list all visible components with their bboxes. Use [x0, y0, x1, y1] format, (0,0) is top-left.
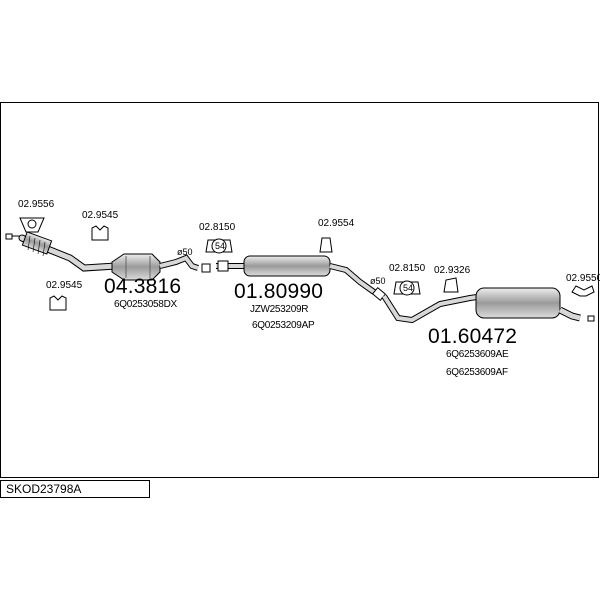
- middle-assembly-number: 01.80990: [234, 280, 324, 303]
- edge-connector-icon: [5, 233, 13, 240]
- gasket-mark-a: 54: [215, 241, 226, 251]
- part-label-clamp-b: 02.9550: [566, 273, 600, 284]
- gasket-mark-b: 54: [403, 283, 414, 293]
- rear-pipe-icon[interactable]: [381, 293, 485, 324]
- rear-assembly-number: 01.60472: [428, 325, 518, 348]
- tail-connector-icon: [587, 315, 595, 322]
- part-label-hanger-a: 02.9554: [318, 218, 355, 229]
- part-label-rubber-a: 02.9545: [82, 210, 119, 221]
- clamp-b-icon[interactable]: [571, 285, 595, 297]
- hanger-b-icon[interactable]: [443, 277, 459, 293]
- gasket-b-icon[interactable]: [393, 280, 421, 296]
- rear-oem-1: 6Q6253609AE: [446, 349, 509, 360]
- middle-oem-2: 6Q0253209AP: [252, 320, 315, 331]
- diagram-code: SKOD23798A: [0, 480, 150, 498]
- front-oem-1: 6Q0253058DX: [114, 299, 177, 310]
- middle-silencer-icon[interactable]: [216, 255, 376, 295]
- part-label-clamp-a: 02.9556: [18, 199, 55, 210]
- diameter-label-a: ø50: [177, 247, 193, 257]
- diameter-label-b: ø50: [370, 276, 386, 286]
- rubber-a-icon[interactable]: [91, 225, 109, 241]
- part-label-gasket-a: 02.8150: [199, 222, 236, 233]
- catalytic-converter-icon[interactable]: [111, 253, 199, 281]
- part-label-gasket-b: 02.8150: [389, 263, 426, 274]
- clamp-a-icon[interactable]: [19, 217, 45, 233]
- hanger-a-icon[interactable]: [319, 237, 333, 253]
- front-pipe-icon[interactable]: [18, 231, 120, 272]
- gasket-a-icon[interactable]: [205, 238, 233, 254]
- rear-oem-2: 6Q6253609AF: [446, 367, 508, 378]
- rear-silencer-icon[interactable]: [475, 287, 581, 322]
- part-label-hanger-b: 02.9326: [434, 265, 471, 276]
- middle-oem-1: JZW253209R: [250, 304, 309, 315]
- part-label-rubber-b: 02.9545: [46, 280, 83, 291]
- diagram-frame: [0, 102, 599, 478]
- rubber-b-icon[interactable]: [49, 295, 67, 311]
- front-assembly-number: 04.3816: [104, 275, 182, 298]
- joint-a-icon: [201, 263, 211, 273]
